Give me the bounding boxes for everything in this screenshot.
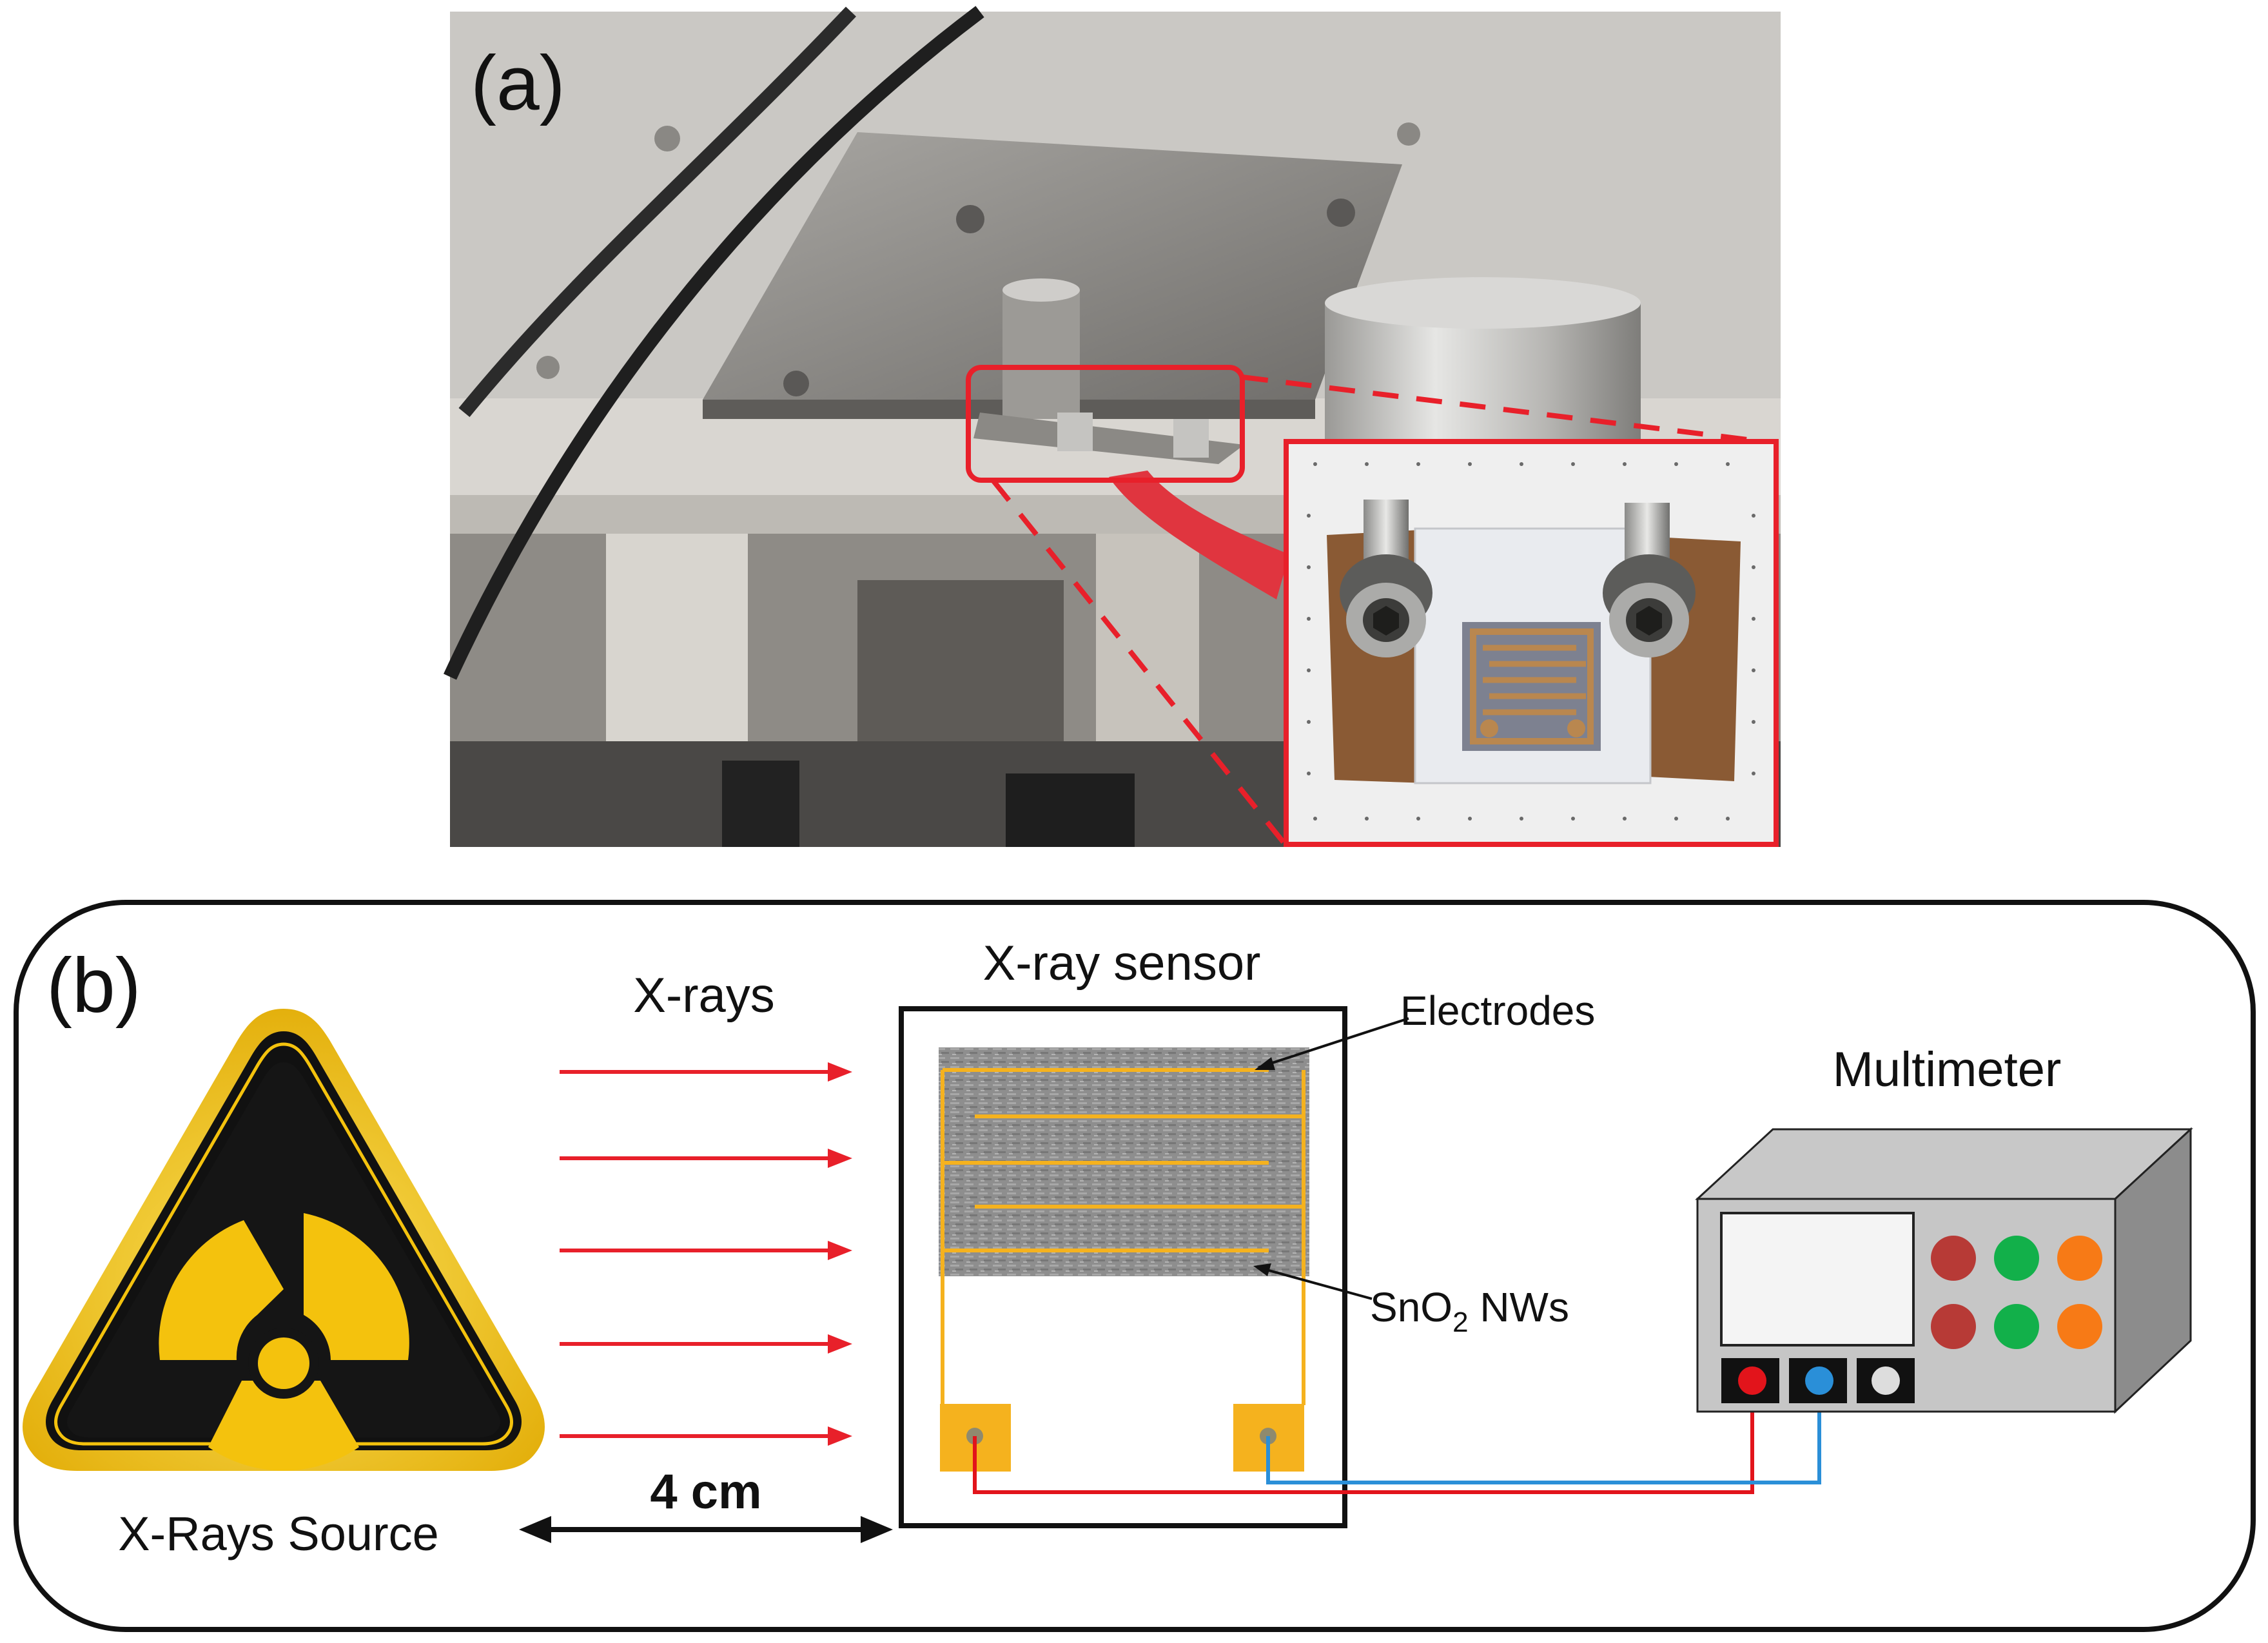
panel-b-label: (b) bbox=[46, 942, 141, 1029]
xray-arrow bbox=[560, 1241, 852, 1260]
xray-arrow bbox=[560, 1062, 852, 1082]
panel-a-photo bbox=[444, 6, 1781, 847]
multimeter-button bbox=[1994, 1304, 2039, 1349]
multimeter-button bbox=[2057, 1236, 2102, 1281]
multimeter-button bbox=[2057, 1304, 2102, 1349]
multimeter-button bbox=[1994, 1236, 2039, 1281]
inset-zoom bbox=[1284, 439, 1779, 847]
wire-blue bbox=[1266, 1381, 1821, 1484]
multimeter-button bbox=[1931, 1304, 1976, 1349]
wire-red bbox=[973, 1381, 1754, 1494]
multimeter-display bbox=[1720, 1212, 1915, 1346]
radiation-hazard-icon bbox=[23, 1009, 545, 1471]
xray-arrow bbox=[560, 1334, 852, 1354]
multimeter-button bbox=[1931, 1236, 1976, 1281]
xrays-source-label: X-Rays Source bbox=[118, 1507, 439, 1560]
nws-callout-line bbox=[1256, 1266, 1373, 1300]
electrodes-callout-line bbox=[1258, 1017, 1409, 1069]
xray-arrow bbox=[560, 1149, 852, 1168]
nws-label: SnO2 NWs bbox=[1370, 1284, 1569, 1338]
double-arrow-icon bbox=[519, 1516, 893, 1543]
sensor-title: X-ray sensor bbox=[983, 936, 1261, 991]
xray-arrow bbox=[560, 1426, 852, 1446]
multimeter-label: Multimeter bbox=[1833, 1042, 2062, 1097]
distance-label: 4 cm bbox=[650, 1464, 761, 1519]
zoom-connector-bottom bbox=[990, 478, 1289, 848]
highlight-box bbox=[966, 365, 1245, 483]
multimeter-icon bbox=[1695, 1127, 2193, 1414]
xrays-label: X-rays bbox=[633, 968, 775, 1023]
interdigitated-electrodes bbox=[941, 1068, 1305, 1405]
electrodes-label: Electrodes bbox=[1400, 987, 1595, 1034]
panel-a-label: (a) bbox=[471, 40, 565, 126]
xray-arrows bbox=[560, 1062, 852, 1446]
xray-sensor bbox=[899, 1006, 1347, 1528]
